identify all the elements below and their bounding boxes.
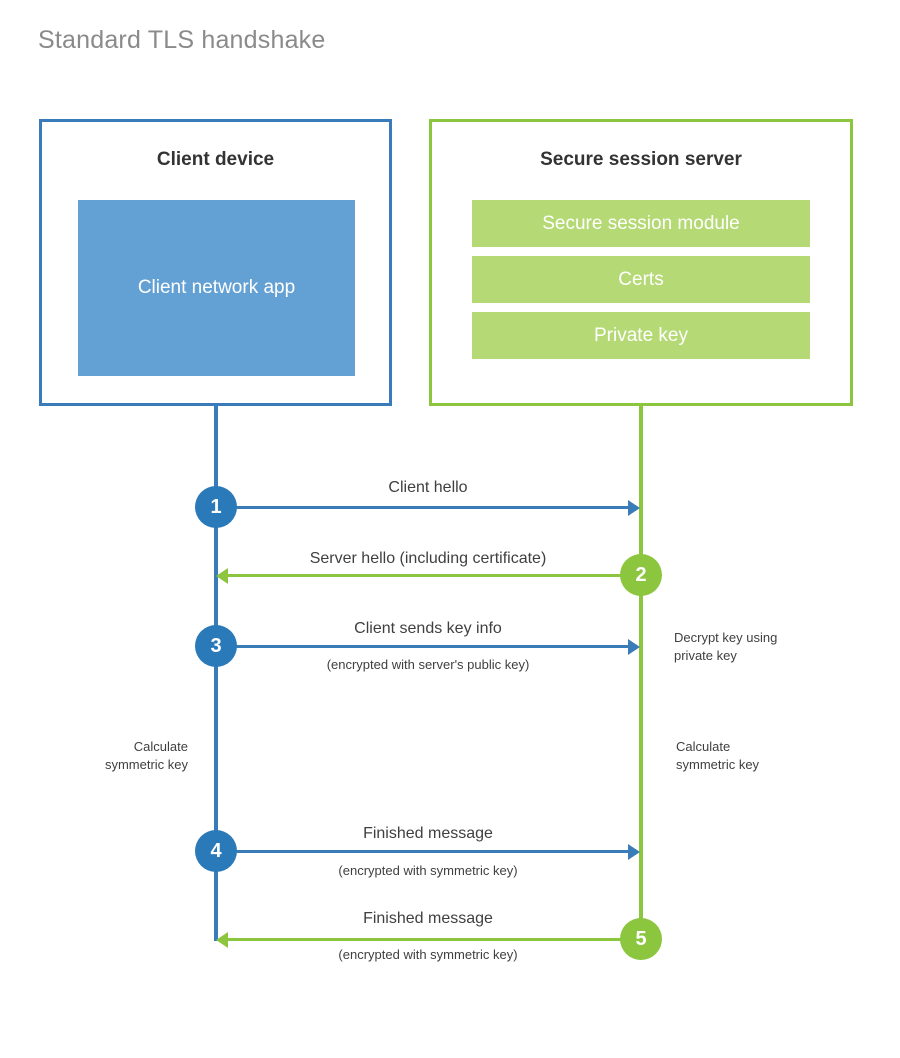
step-5-sublabel: (encrypted with symmetric key) bbox=[338, 947, 518, 962]
server-component-secure-session-module: Secure session module bbox=[472, 200, 810, 247]
client-device-title: Client device bbox=[156, 149, 275, 170]
secure-session-server-title: Secure session server bbox=[540, 149, 742, 170]
client-device-box: Client device Client network app bbox=[39, 119, 392, 406]
step-4-arrow-line bbox=[216, 850, 628, 853]
note-decrypt-key: Decrypt key using private key bbox=[674, 630, 778, 663]
step-1-arrow-line bbox=[216, 506, 628, 509]
step-4-sublabel: (encrypted with symmetric key) bbox=[338, 863, 518, 878]
step-3-arrow-head-icon bbox=[628, 639, 640, 655]
step-3-sublabel: (encrypted with server's public key) bbox=[326, 657, 530, 672]
step-5-arrow-line bbox=[228, 938, 640, 941]
step-4-arrow-head-icon bbox=[628, 844, 640, 860]
step-2-arrow-line bbox=[228, 574, 640, 577]
server-component-stack: Secure session module Certs Private key bbox=[472, 200, 810, 368]
step-4-badge: 4 bbox=[195, 830, 237, 872]
server-component-private-key: Private key bbox=[472, 312, 810, 359]
secure-session-server-box: Secure session server Secure session mod… bbox=[429, 119, 853, 406]
step-2-label: Server hello (including certificate) bbox=[309, 550, 547, 567]
step-1-label: Client hello bbox=[388, 479, 468, 496]
step-5-badge: 5 bbox=[620, 918, 662, 960]
step-5-arrow-head-icon bbox=[216, 932, 228, 948]
step-1-arrow-head-icon bbox=[628, 500, 640, 516]
note-calculate-symmetric-key-server: Calculate symmetric key bbox=[676, 739, 760, 772]
step-2-arrow-head-icon bbox=[216, 568, 228, 584]
server-lifeline bbox=[639, 404, 643, 941]
step-3-badge: 3 bbox=[195, 625, 237, 667]
step-1-badge: 1 bbox=[195, 486, 237, 528]
server-component-certs: Certs bbox=[472, 256, 810, 303]
client-lifeline bbox=[214, 404, 218, 941]
step-3-arrow-line bbox=[216, 645, 628, 648]
note-calculate-symmetric-key-client: Calculate symmetric key bbox=[104, 739, 188, 772]
page-title: Standard TLS handshake bbox=[38, 26, 326, 54]
client-network-app-block: Client network app bbox=[78, 200, 355, 376]
step-5-label: Finished message bbox=[363, 910, 493, 927]
step-2-badge: 2 bbox=[620, 554, 662, 596]
step-4-label: Finished message bbox=[363, 825, 493, 842]
step-3-label: Client sends key info bbox=[354, 620, 502, 637]
